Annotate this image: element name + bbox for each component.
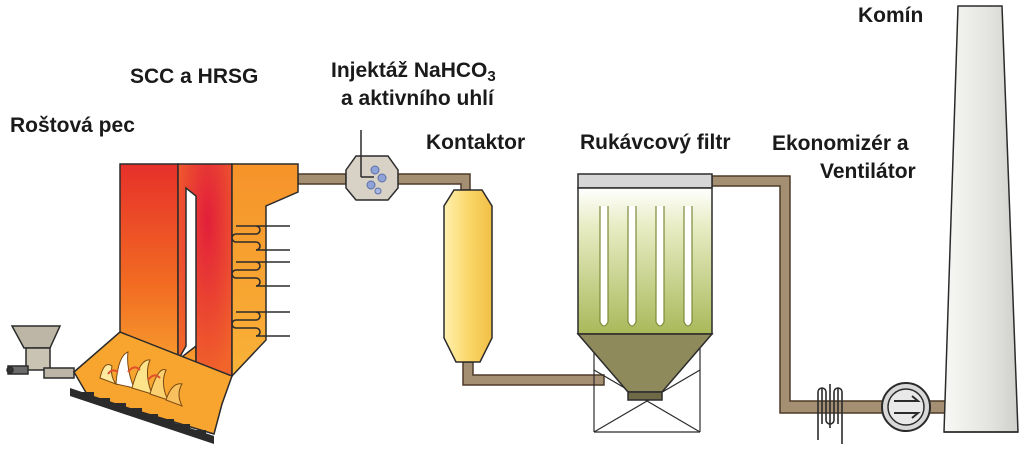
duct-hrsg-to-injection [297, 173, 347, 185]
label-injection-line2: a aktivního uhlí [341, 87, 494, 110]
filter-bags [599, 206, 693, 327]
economizer [817, 384, 843, 444]
feed-hopper [6, 325, 75, 379]
label-grate-furnace: Roštová pec [10, 114, 135, 137]
contactor-vessel [443, 189, 493, 363]
chimney-stack [943, 5, 1019, 433]
label-scc-hrsg: SCC a HRSG [130, 65, 259, 88]
label-injection-subscript: 3 [487, 68, 496, 85]
label-bag-filter: Rukávcový filtr [580, 131, 731, 154]
label-injection: Injektáž NaHCO3 [331, 58, 496, 90]
bag-filter [576, 173, 714, 433]
flames [99, 351, 184, 407]
furnace-and-boiler [70, 163, 299, 444]
induced-draft-fan [881, 382, 931, 432]
duct-contactor-to-filter [462, 361, 605, 386]
grate [70, 388, 214, 444]
filter-support [593, 340, 701, 433]
label-economizer-line2: Ventilátor [820, 160, 916, 183]
duct-filter-to-stack [711, 175, 953, 414]
injection-unit [345, 130, 399, 201]
label-stack: Komín [858, 4, 924, 27]
label-contactor: Kontaktor [426, 131, 526, 154]
label-injection-line1: Injektáž NaHCO [331, 59, 488, 82]
label-economizer-line1: Ekonomizér a [772, 132, 909, 155]
duct-injection-to-contactor [395, 173, 471, 191]
heat-exchanger-coils [231, 225, 290, 337]
